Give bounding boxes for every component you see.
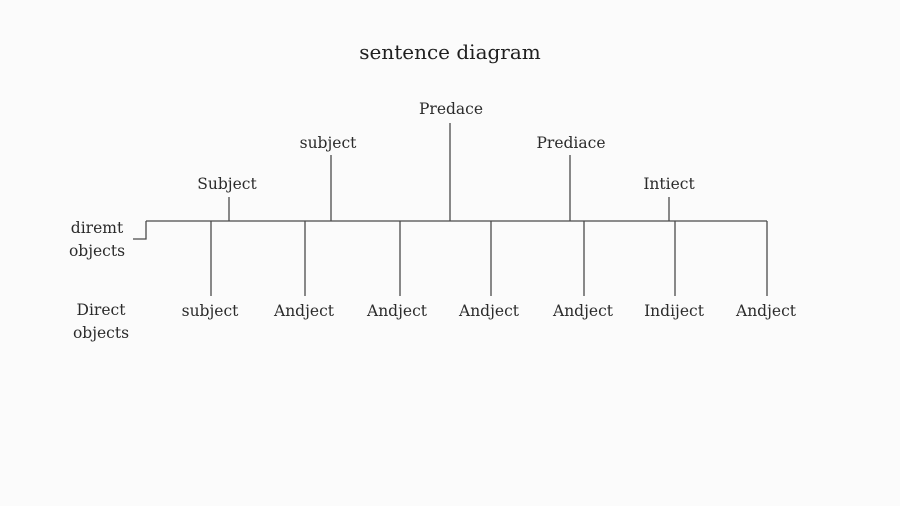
left-label-direct-objects: Direct objects [66, 299, 136, 345]
left-label-diremt: diremt [70, 219, 124, 237]
left-label-direct: Direct [76, 301, 126, 319]
left-label-diremt-objects: diremt objects [62, 217, 132, 263]
lower-label-andject-2: Andject [367, 302, 427, 320]
lower-label-subject: subject [181, 302, 239, 320]
upper-label-subject-2: subject [299, 134, 357, 152]
lower-label-andject-4: Andject [553, 302, 613, 320]
lower-label-andject-5: Andject [736, 302, 796, 320]
diagram-title: sentence diagram [359, 40, 541, 64]
lower-label-andject-3: Andject [459, 302, 519, 320]
left-label-objects-lower: objects [72, 324, 130, 342]
lower-label-andject-1: Andject [274, 302, 334, 320]
left-label-objects-upper: objects [68, 242, 126, 260]
lower-label-indiject: Indiject [644, 302, 704, 320]
upper-label-prediace: Prediace [536, 134, 606, 152]
upper-label-intiect: Intiect [643, 175, 695, 193]
left-step-connector [133, 221, 147, 240]
upper-label-subject: Subject [197, 175, 257, 193]
upper-label-predace: Predace [418, 100, 484, 118]
